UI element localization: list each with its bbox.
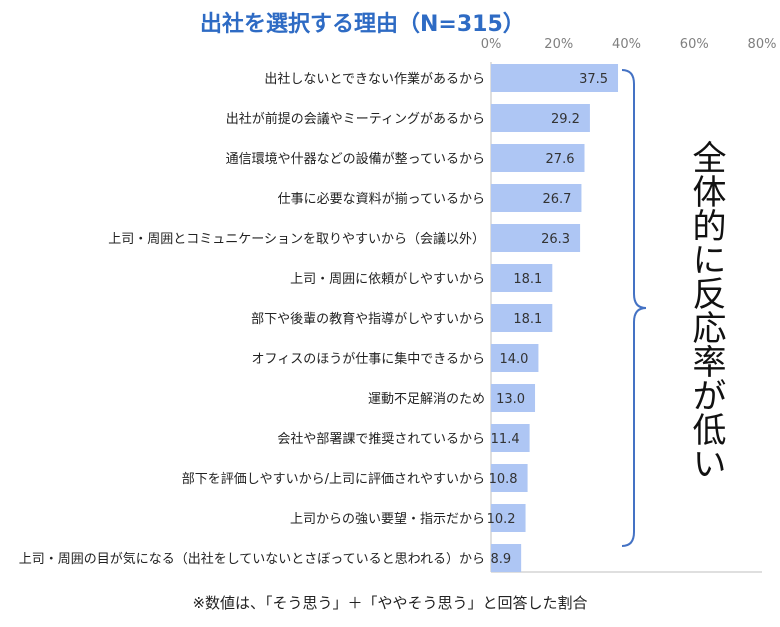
bar bbox=[491, 464, 528, 492]
bar bbox=[491, 144, 585, 172]
category-label: 上司・周囲の目が気になる（出社をしていないとさぼっていると思われる）から bbox=[19, 551, 485, 567]
category-label: 出社が前提の会議やミーティングがあるから bbox=[226, 111, 485, 127]
x-tick-label: 60% bbox=[680, 37, 709, 52]
data-label: 27.6 bbox=[546, 152, 575, 167]
bar bbox=[491, 64, 619, 92]
x-tick-label: 0% bbox=[481, 37, 502, 52]
bar bbox=[491, 304, 553, 332]
chart-title: 出社を選択する理由（N=315） bbox=[200, 12, 525, 37]
data-label: 18.1 bbox=[513, 272, 542, 287]
category-label: 会社や部署課で推奨されているから bbox=[277, 431, 485, 447]
category-label: 運動不足解消のため bbox=[368, 392, 485, 407]
data-label: 13.0 bbox=[496, 392, 525, 407]
category-label: 上司からの強い要望・指示だから bbox=[290, 511, 485, 527]
bar bbox=[491, 104, 590, 132]
bar bbox=[491, 544, 522, 572]
bar bbox=[491, 504, 526, 532]
side-annotation: 全体的に反応率が低い bbox=[686, 140, 726, 480]
category-label: 出社しないとできない作業があるから bbox=[264, 71, 485, 87]
category-label: オフィスのほうが仕事に集中できるから bbox=[252, 351, 485, 367]
bar bbox=[491, 184, 582, 212]
bar bbox=[491, 384, 536, 412]
data-label: 26.7 bbox=[542, 192, 571, 207]
data-label: 18.1 bbox=[513, 312, 542, 327]
bar bbox=[491, 264, 553, 292]
brace-annotation bbox=[621, 69, 647, 547]
category-label: 上司・周囲に依頼がしやすいから bbox=[290, 272, 485, 287]
bar bbox=[491, 424, 530, 452]
footnote: ※数値は、「そう思う」＋「ややそう思う」と回答した割合 bbox=[192, 594, 588, 612]
data-label: 26.3 bbox=[541, 232, 570, 247]
bar bbox=[491, 224, 581, 252]
bar bbox=[491, 344, 539, 372]
category-label: 仕事に必要な資料が揃っているから bbox=[278, 191, 485, 207]
category-label: 部下を評価しやすいから/上司に評価されやすいから bbox=[182, 472, 485, 487]
data-label: 14.0 bbox=[499, 352, 528, 367]
data-label: 10.2 bbox=[487, 512, 516, 527]
data-label: 8.9 bbox=[490, 552, 511, 567]
category-label: 上司・周囲とコミュニケーションを取りやすいから（会議以外） bbox=[108, 232, 485, 247]
category-label: 通信環境や什器などの設備が整っているから bbox=[226, 151, 485, 167]
x-tick-label: 80% bbox=[748, 37, 777, 52]
category-label: 部下や後輩の教育や指導がしやすいから bbox=[251, 311, 485, 327]
x-tick-label: 20% bbox=[544, 37, 573, 52]
data-label: 37.5 bbox=[579, 72, 608, 87]
data-label: 29.2 bbox=[551, 112, 580, 127]
data-label: 11.4 bbox=[491, 432, 520, 447]
data-label: 10.8 bbox=[489, 472, 518, 487]
x-tick-label: 40% bbox=[612, 37, 641, 52]
